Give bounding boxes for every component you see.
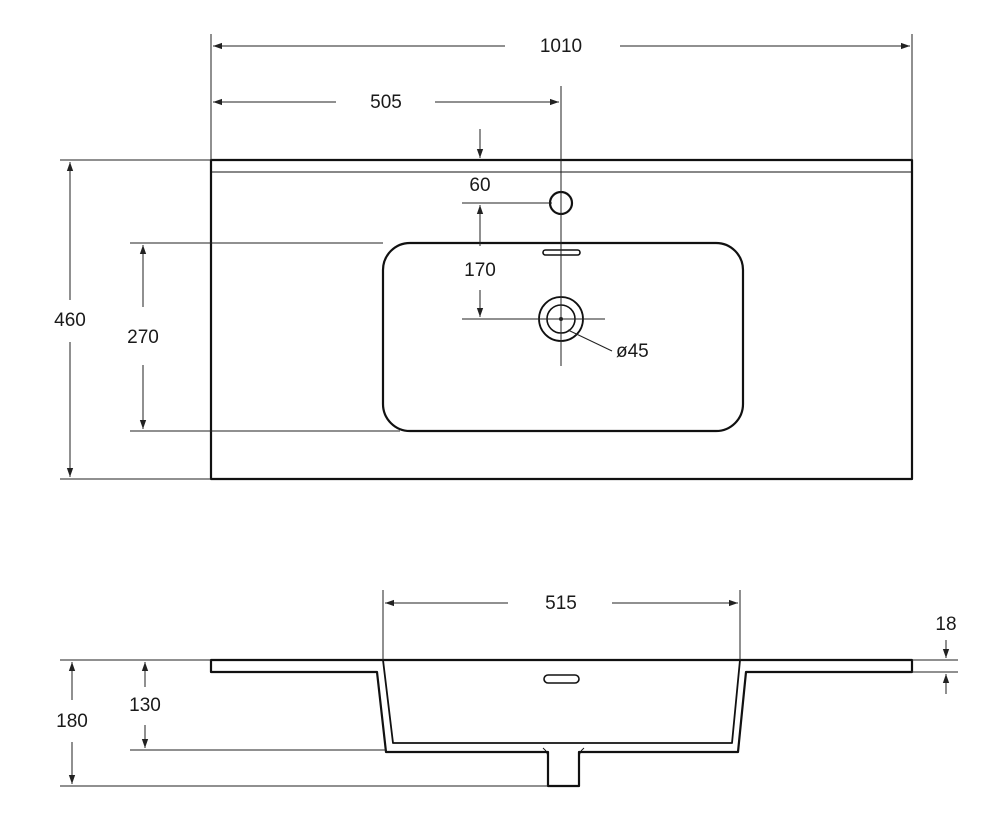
dimension-overall-depth: 460 bbox=[54, 159, 211, 480]
label-total-height: 180 bbox=[56, 711, 88, 732]
dimension-half-width: 505 bbox=[213, 92, 559, 113]
side-view bbox=[209, 658, 914, 788]
basin-outline bbox=[381, 241, 745, 433]
dimension-bowl-height: 130 bbox=[129, 662, 386, 751]
dimension-tap-offset: 60 bbox=[469, 129, 491, 246]
label-drain-offset: 170 bbox=[464, 260, 496, 281]
dimension-overall-width: 1010 bbox=[210, 34, 913, 160]
label-drain-diameter: ø45 bbox=[616, 341, 649, 362]
dimension-bowl-depth: 270 bbox=[127, 242, 400, 432]
overflow-slot-side bbox=[543, 674, 580, 684]
label-half-width: 505 bbox=[370, 92, 402, 113]
dimension-total-height: 180 bbox=[56, 659, 548, 787]
dimension-slab-thickness: 18 bbox=[912, 614, 958, 694]
diameter-leader bbox=[567, 329, 613, 352]
label-bowl-width: 515 bbox=[545, 593, 577, 614]
dimension-drain-offset: 170 bbox=[464, 260, 496, 317]
label-overall-width: 1010 bbox=[540, 36, 582, 57]
section-outline bbox=[209, 658, 914, 788]
label-tap-offset: 60 bbox=[469, 175, 490, 196]
label-slab-thickness: 18 bbox=[935, 614, 956, 635]
basin-inner-profile bbox=[382, 659, 741, 744]
label-bowl-height: 130 bbox=[129, 695, 161, 716]
label-bowl-depth: 270 bbox=[127, 327, 159, 348]
dimension-bowl-width: 515 bbox=[382, 590, 741, 660]
label-overall-depth: 460 bbox=[54, 310, 86, 331]
top-view bbox=[209, 86, 914, 481]
